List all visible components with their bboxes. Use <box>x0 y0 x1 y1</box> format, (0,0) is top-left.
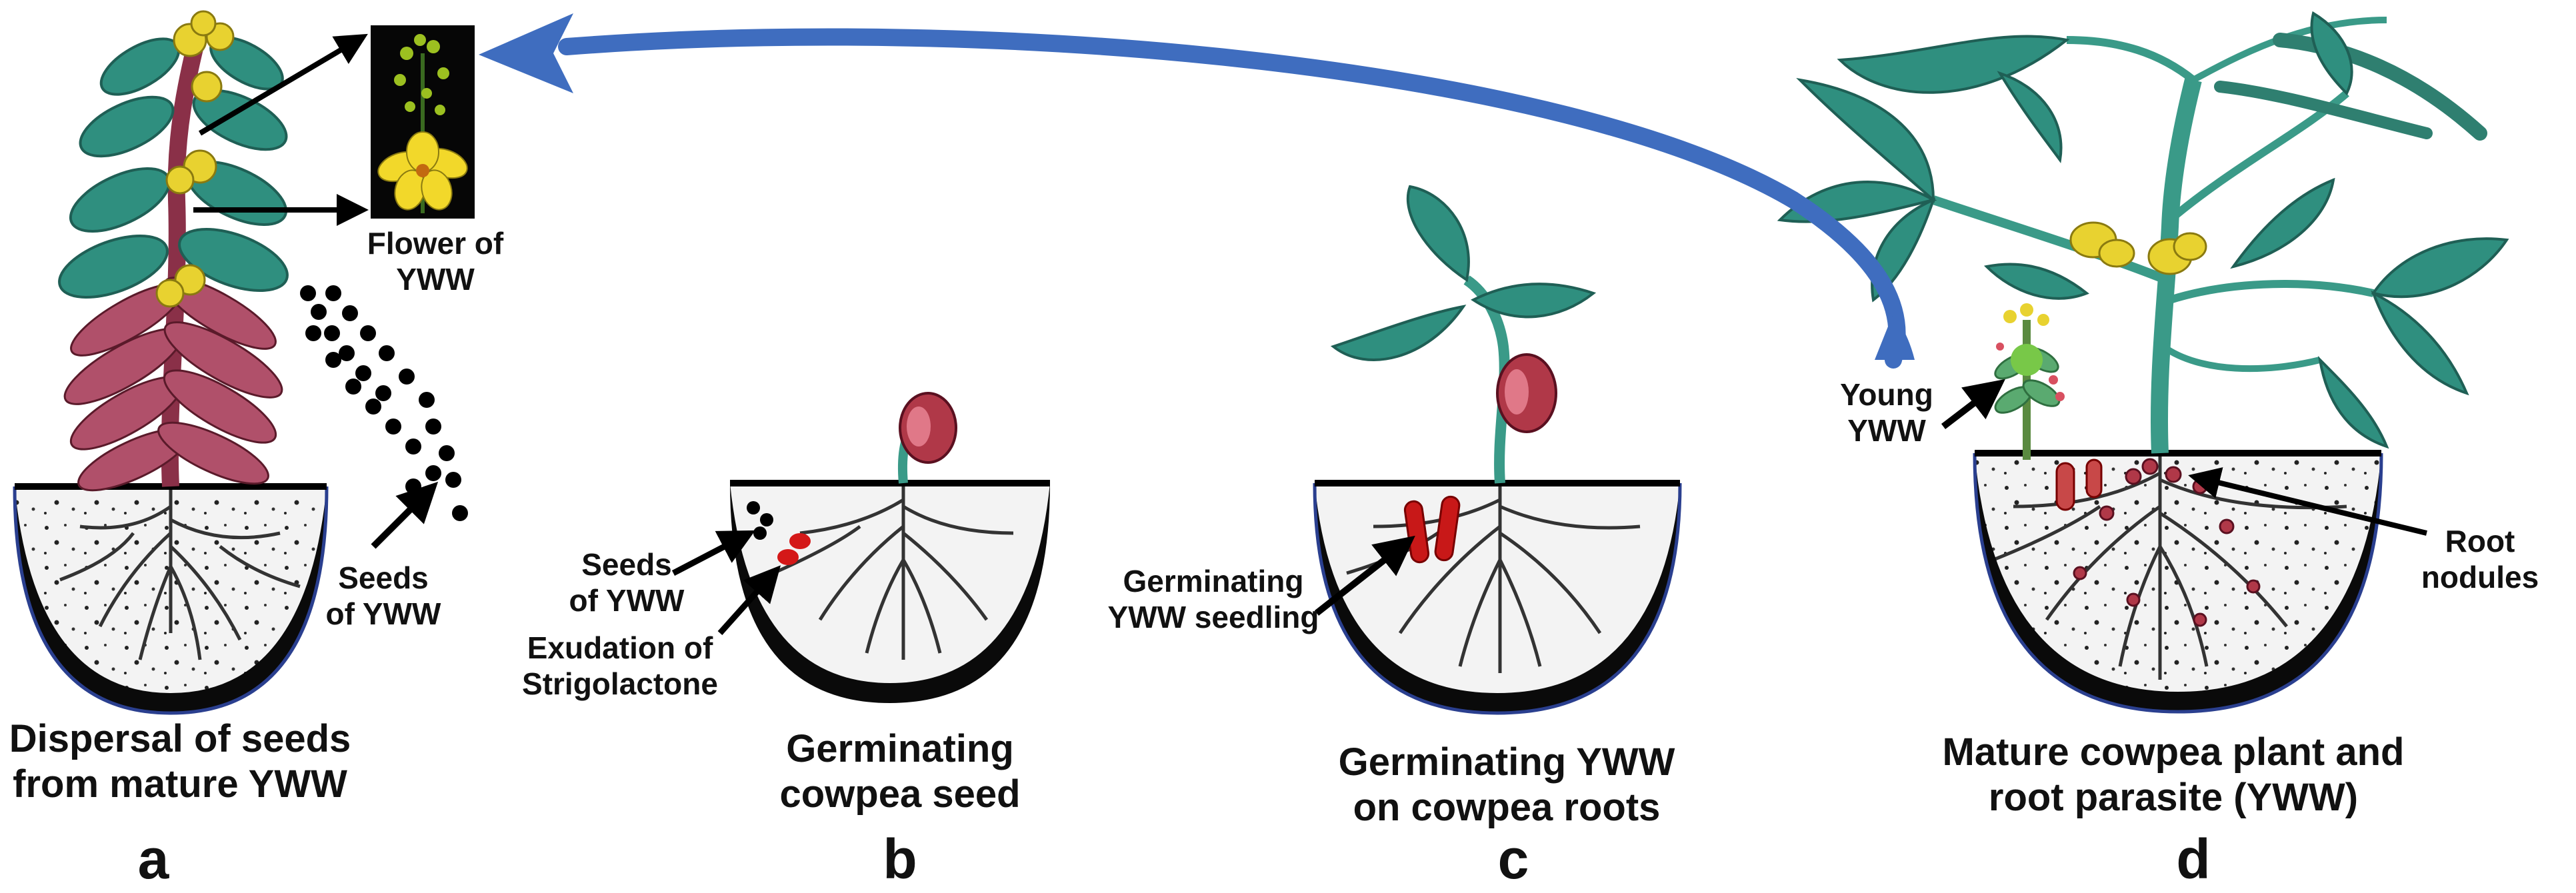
arrow-seeds-b <box>671 530 755 576</box>
label-young-line-2: YWW <box>1847 413 1926 448</box>
panel-c <box>1313 185 1682 715</box>
label-seeds-a-line-1: Seeds <box>338 560 429 595</box>
label-flower-of-yww: Flower of YWW <box>365 225 505 298</box>
roots-b <box>772 483 1014 660</box>
seeds-b <box>747 501 773 540</box>
label-exudation-line-1: Exudation of <box>527 630 713 665</box>
label-seedling-line-1: Germinating <box>1123 564 1304 598</box>
label-seeds-b-line-2: of YWW <box>569 583 685 618</box>
label-seeds-b: Seeds of YWW <box>547 546 707 619</box>
caption-d-line-1: Mature cowpea plant and <box>1942 730 2405 774</box>
label-nodules-line-2: nodules <box>2421 560 2539 595</box>
caption-c-line-2: on cowpea roots <box>1353 786 1661 830</box>
caption-b-line-2: cowpea seed <box>779 772 1021 816</box>
arrow-exudation-b <box>717 565 781 636</box>
panel-b <box>671 392 1050 703</box>
cowpea-seedling-c <box>1330 185 1597 484</box>
caption-c-line-1: Germinating YWW <box>1338 740 1675 784</box>
panel-letter-c: c <box>1497 828 1529 890</box>
caption-a-line-2: from mature YWW <box>13 762 347 806</box>
panel-a <box>13 10 475 715</box>
young-yww-plant <box>1994 303 2065 460</box>
caption-d: Mature cowpea plant and root parasite (Y… <box>1920 730 2427 821</box>
caption-a: Dispersal of seeds from mature YWW <box>0 716 360 808</box>
caption-d-line-2: root parasite (YWW) <box>1988 776 2359 820</box>
roots-a <box>59 486 301 660</box>
label-seeds-a-line-2: of YWW <box>325 596 441 632</box>
panel-letter-b: b <box>883 828 917 890</box>
arrow-seeds-a <box>371 481 439 549</box>
arrow-seedling-c <box>1314 535 1415 616</box>
caption-a-line-1: Dispersal of seeds <box>9 717 351 760</box>
flower-inset-plant <box>377 34 468 213</box>
arrow-flower-top <box>198 33 368 136</box>
label-flower-line-1: Flower of <box>367 226 504 261</box>
soil-bowl-c <box>1315 483 1680 706</box>
label-seedling-line-2: YWW seedling <box>1107 600 1319 635</box>
cowpea-seed-sprout <box>897 392 957 484</box>
panel-letter-a: a <box>137 828 169 890</box>
arrow-nodules-d <box>2188 467 2427 536</box>
label-young-line-1: Young <box>1840 377 1933 412</box>
soil-bowl-b <box>730 483 1050 696</box>
strigolactone-b <box>777 533 811 565</box>
label-nodules-line-1: Root <box>2445 524 2515 558</box>
label-young-yww: Young YWW <box>1823 377 1950 449</box>
label-seeds-a: Seeds of YWW <box>313 560 453 632</box>
attached-yww-d <box>2055 458 2103 511</box>
cycle-arrow <box>479 13 1915 369</box>
label-root-nodules: Root nodules <box>2413 523 2547 596</box>
label-seedling-c: Germinating YWW seedling <box>1100 563 1327 636</box>
panel-d <box>1777 11 2509 714</box>
caption-c: Germinating YWW on cowpea roots <box>1320 740 1693 831</box>
arrow-young-d <box>1941 379 2005 429</box>
caption-b-line-1: Germinating <box>786 727 1014 770</box>
dispersed-seeds <box>300 285 468 521</box>
label-exudation-line-2: Strigolactone <box>522 666 718 702</box>
mature-cowpea-plant <box>1777 11 2509 454</box>
mature-yww-plant <box>58 10 289 492</box>
label-flower-line-2: YWW <box>396 262 475 297</box>
label-seeds-b-line-1: Seeds <box>581 547 672 582</box>
label-exudation-b: Exudation of Strigolactone <box>507 630 733 702</box>
panel-letter-d: d <box>2176 828 2211 890</box>
caption-b: Germinating cowpea seed <box>753 726 1047 818</box>
